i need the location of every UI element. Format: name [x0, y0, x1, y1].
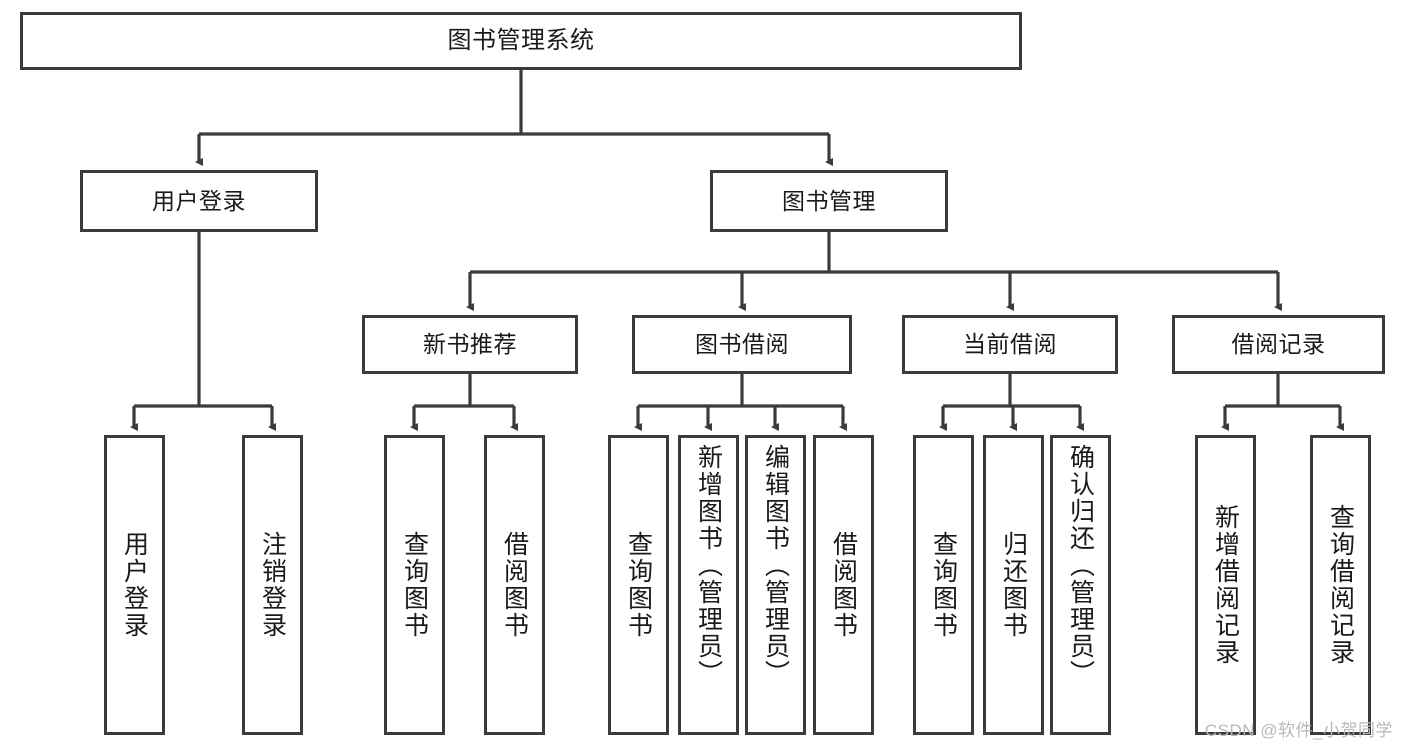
- leaf-query-book-recommend-label: 查询图书: [400, 531, 429, 639]
- leaf-query-book-current[interactable]: 查询图书: [913, 435, 974, 735]
- node-root[interactable]: 图书管理系统: [20, 12, 1022, 70]
- leaf-logout-label: 注销登录: [258, 531, 287, 639]
- watermark: CSDN @软件_小贺同学: [1204, 721, 1393, 740]
- node-book-borrow[interactable]: 图书借阅: [632, 315, 852, 374]
- leaf-add-book-admin-label: 新增图书（管理员）: [694, 444, 723, 687]
- leaf-query-book-borrow[interactable]: 查询图书: [608, 435, 669, 735]
- leaf-borrow-book[interactable]: 借阅图书: [813, 435, 874, 735]
- node-user-login[interactable]: 用户登录: [80, 170, 318, 232]
- leaf-confirm-return-admin[interactable]: 确认归还（管理员）: [1050, 435, 1111, 735]
- leaf-borrow-book-recommend[interactable]: 借阅图书: [484, 435, 545, 735]
- node-user-login-label: 用户登录: [152, 187, 246, 214]
- leaf-confirm-return-admin-label: 确认归还（管理员）: [1066, 444, 1095, 687]
- leaf-query-borrow-record[interactable]: 查询借阅记录: [1310, 435, 1371, 735]
- leaf-return-book-label: 归还图书: [999, 531, 1028, 639]
- node-new-book-recommend-label: 新书推荐: [423, 331, 517, 358]
- leaf-logout[interactable]: 注销登录: [242, 435, 303, 735]
- leaf-query-book-current-label: 查询图书: [929, 531, 958, 639]
- leaf-add-borrow-record[interactable]: 新增借阅记录: [1195, 435, 1256, 735]
- leaf-borrow-book-label: 借阅图书: [829, 531, 858, 639]
- node-borrow-record-label: 借阅记录: [1231, 331, 1326, 358]
- node-book-management-label: 图书管理: [782, 187, 876, 214]
- leaf-borrow-book-recommend-label: 借阅图书: [500, 531, 529, 639]
- leaf-edit-book-admin[interactable]: 编辑图书（管理员）: [745, 435, 806, 735]
- leaf-query-borrow-record-label: 查询借阅记录: [1326, 504, 1355, 666]
- node-borrow-record[interactable]: 借阅记录: [1172, 315, 1385, 374]
- node-book-management[interactable]: 图书管理: [710, 170, 948, 232]
- node-current-borrow-label: 当前借阅: [963, 331, 1057, 358]
- leaf-return-book[interactable]: 归还图书: [983, 435, 1044, 735]
- node-current-borrow[interactable]: 当前借阅: [902, 315, 1118, 374]
- leaf-user-login-label: 用户登录: [120, 531, 149, 639]
- node-root-label: 图书管理系统: [447, 27, 595, 55]
- leaf-query-book-recommend[interactable]: 查询图书: [384, 435, 445, 735]
- node-new-book-recommend[interactable]: 新书推荐: [362, 315, 578, 374]
- leaf-edit-book-admin-label: 编辑图书（管理员）: [761, 444, 790, 687]
- leaf-user-login[interactable]: 用户登录: [104, 435, 165, 735]
- leaf-add-book-admin[interactable]: 新增图书（管理员）: [678, 435, 739, 735]
- node-book-borrow-label: 图书借阅: [695, 331, 789, 358]
- leaf-query-book-borrow-label: 查询图书: [624, 531, 653, 639]
- leaf-add-borrow-record-label: 新增借阅记录: [1211, 504, 1240, 666]
